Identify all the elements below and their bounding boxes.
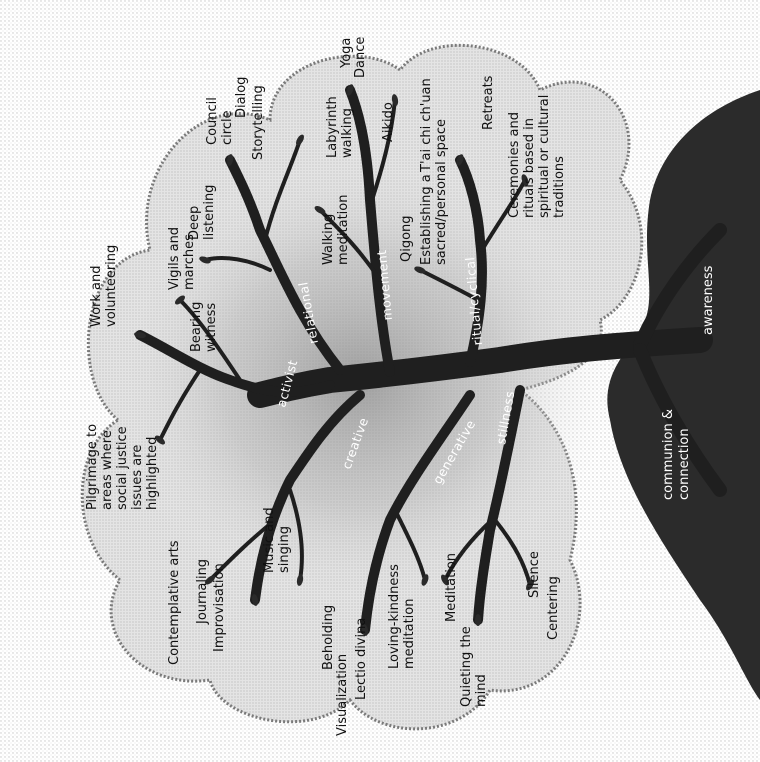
- practice-line: Quieting the: [459, 626, 474, 707]
- practice-line: Labyrinth: [325, 96, 340, 158]
- practice-line: Dialog: [234, 77, 249, 118]
- practice-label-dialog: Dialog: [234, 77, 249, 118]
- practice-label-lectio-divina: Lectio divina: [354, 618, 369, 700]
- practice-line: Work and: [89, 265, 104, 327]
- practice-line: singing: [277, 526, 292, 573]
- practice-line: Meditation: [444, 553, 459, 622]
- practice-line: Journaling: [195, 559, 210, 625]
- practice-line: Storytelling: [251, 85, 266, 160]
- practice-label-vigils: Vigils andmarches: [167, 227, 197, 290]
- practice-line: mind: [474, 674, 489, 707]
- practice-line: rituals based in: [522, 118, 537, 218]
- practice-line: Retreats: [481, 75, 496, 130]
- practice-label-bearing-witness: Bearingwitness: [189, 302, 219, 352]
- practice-line: Ceremonies and: [507, 112, 522, 218]
- practice-line: areas where: [100, 430, 115, 510]
- practice-line: Vigils and: [167, 227, 182, 290]
- practice-label-retreats: Retreats: [481, 75, 496, 130]
- practice-line: Improvisation: [212, 563, 227, 652]
- practice-line: circle: [220, 110, 235, 145]
- practice-line: Bearing: [189, 302, 204, 352]
- practice-line: Contemplative arts: [167, 540, 182, 665]
- practice-line: Walking: [321, 214, 336, 265]
- practice-label-meditation: Meditation: [444, 553, 459, 622]
- practice-line: Centering: [546, 576, 561, 640]
- label-awareness: awareness: [701, 265, 716, 335]
- practice-line: meditation: [402, 599, 417, 670]
- practice-label-aikido: Aikido: [381, 102, 396, 142]
- practice-line: Dance: [353, 37, 368, 78]
- practice-line: Beholding: [321, 605, 336, 670]
- practice-line: spiritual or cultural: [537, 95, 552, 218]
- practice-line: walking: [340, 108, 355, 158]
- practice-line: Silence: [527, 551, 542, 598]
- practice-label-silence: Silence: [527, 551, 542, 598]
- practice-line: Music and: [262, 507, 277, 573]
- practice-line: volunteering: [104, 245, 119, 327]
- practice-label-contemplative-arts: Contemplative arts: [167, 540, 182, 665]
- label-communion-1: communion &: [661, 409, 676, 500]
- practice-line: Council: [205, 97, 220, 145]
- label-communion-2: connection: [677, 428, 692, 500]
- practice-line: marches: [182, 234, 197, 290]
- practice-line: Yoga: [339, 38, 354, 69]
- practice-label-dance: Dance: [353, 37, 368, 78]
- practice-label-tai-chi: T'ai chi ch'uan: [419, 78, 434, 173]
- practice-label-beholding: Beholding: [321, 605, 336, 670]
- practice-line: T'ai chi ch'uan: [419, 78, 434, 173]
- practice-line: Pilgrimage to: [85, 424, 100, 510]
- practice-label-qigong: Qigong: [399, 215, 414, 262]
- practice-line: witness: [204, 303, 219, 352]
- practice-line: social justice: [115, 426, 130, 510]
- practice-line: Establishing a: [419, 174, 434, 265]
- practice-line: meditation: [336, 195, 351, 266]
- practice-label-storytelling: Storytelling: [251, 85, 266, 160]
- practice-line: traditions: [552, 156, 567, 218]
- practice-label-improvisation: Improvisation: [212, 563, 227, 652]
- practice-label-yoga: Yoga: [339, 38, 354, 69]
- practice-line: highlighted: [145, 437, 160, 510]
- practice-line: Loving-kindness: [387, 564, 402, 669]
- practice-line: Qigong: [399, 215, 414, 262]
- practice-label-centering: Centering: [546, 576, 561, 640]
- practice-line: Aikido: [381, 102, 396, 142]
- leaf: [475, 614, 481, 626]
- practice-line: issues are: [130, 445, 145, 510]
- practice-line: listening: [202, 185, 217, 240]
- practice-line: Lectio divina: [354, 618, 369, 700]
- practice-label-pilgrimage: Pilgrimage toareas wheresocial justiceis…: [85, 424, 160, 510]
- practice-label-visualization: Visualization: [335, 654, 350, 736]
- practice-label-journaling: Journaling: [195, 559, 210, 625]
- practice-line: Visualization: [335, 654, 350, 736]
- practice-line: sacred/personal space: [434, 119, 449, 265]
